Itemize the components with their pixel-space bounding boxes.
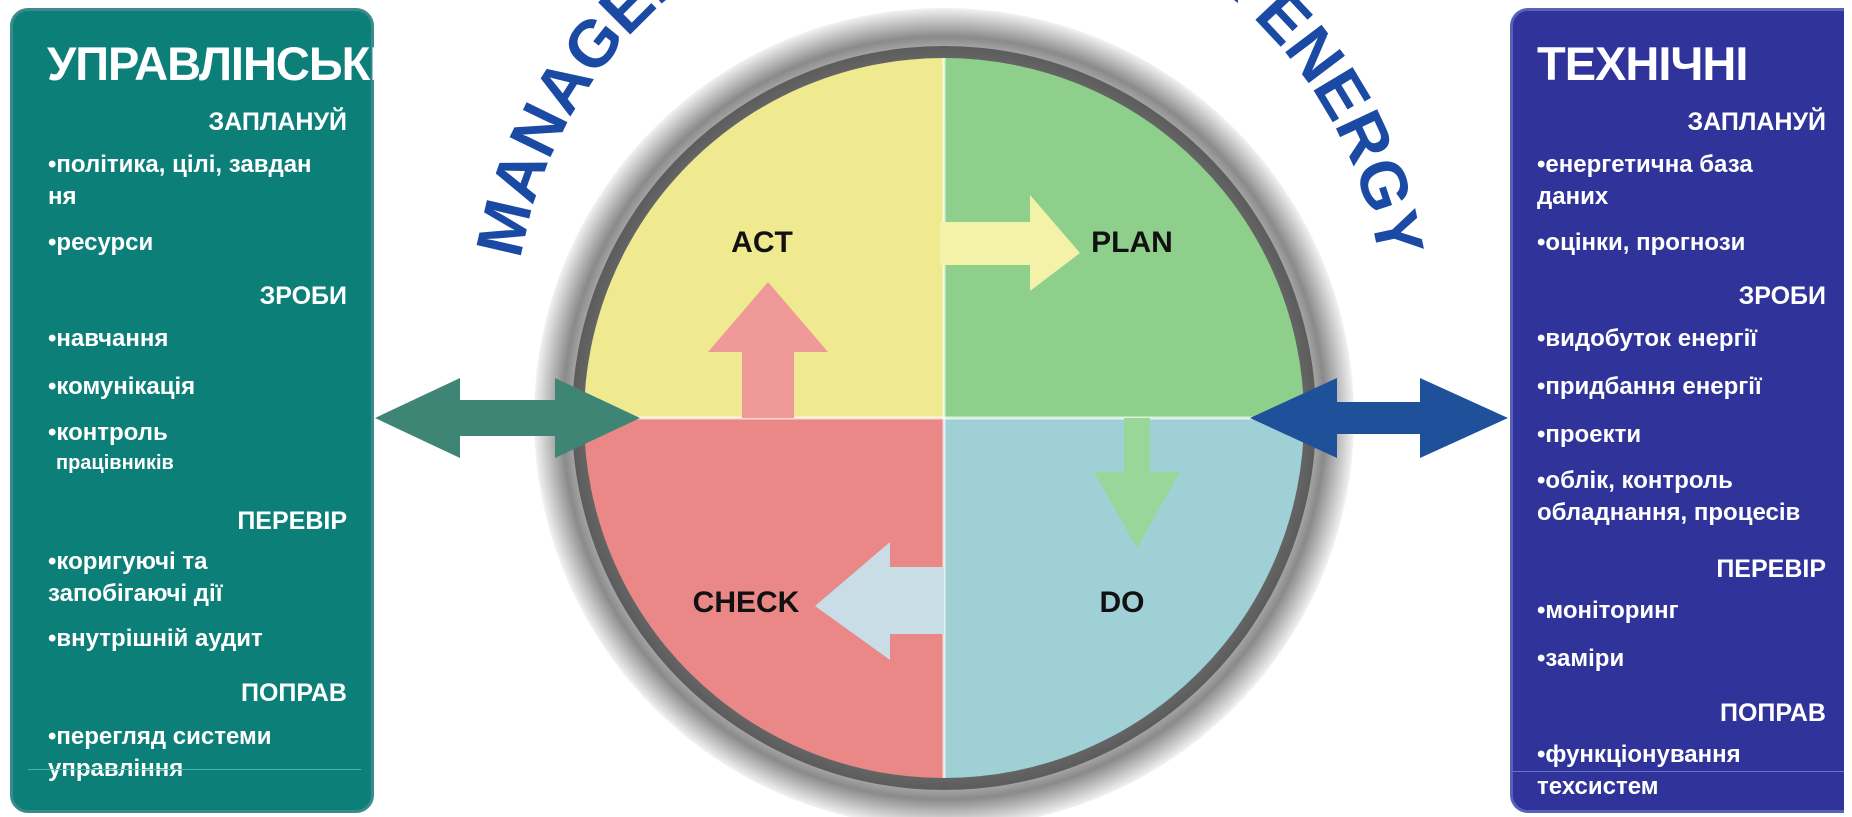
management-plan-item-1: •політика, цілі, завдан ня — [48, 151, 312, 210]
management-act-heading: ПОПРАВ — [241, 679, 347, 707]
technical-check-heading: ПЕРЕВІР — [1716, 555, 1826, 583]
technical-plan-item-2: •оцінки, прогнози — [1537, 229, 1746, 256]
do-to-check-arrow — [815, 542, 944, 660]
left-connector-arrow — [375, 378, 640, 458]
technical-act-item-1: •функціонування техсистем — [1537, 741, 1741, 800]
management-plan-heading: ЗАПЛАНУЙ — [208, 108, 347, 136]
management-do-item-1: •навчання — [48, 325, 169, 352]
act-label: ACT — [731, 226, 793, 259]
technical-do-heading: ЗРОБИ — [1738, 282, 1826, 310]
check-to-act-arrow — [708, 282, 828, 418]
technical-check-item-2: •заміри — [1537, 645, 1625, 672]
plan-label: PLAN — [1091, 226, 1173, 259]
management-do-heading: ЗРОБИ — [259, 282, 347, 310]
technical-do-item-4: •облік, контроль обладнання, процесів — [1537, 467, 1801, 526]
right-connector-arrow — [1250, 378, 1508, 458]
management-panel-divider — [28, 769, 361, 770]
management-do-item-2: •комунікація — [48, 373, 196, 400]
management-panel-title: УПРАВЛІНСЬКІ — [47, 37, 382, 90]
management-plan-item-2: •ресурси — [48, 229, 154, 256]
act-to-plan-arrow — [940, 195, 1080, 291]
technical-panel-divider — [1513, 771, 1844, 772]
technical-plan-item-1: •енергетична база даних — [1537, 151, 1753, 210]
technical-panel: ТЕХНІЧНІ ЗАПЛАНУЙ •енергетична база дани… — [1510, 8, 1844, 813]
management-act-item-1: •перегляд системи управління — [48, 723, 272, 782]
technical-do-item-3: •проекти — [1537, 421, 1642, 448]
do-label: DO — [1100, 586, 1145, 619]
technical-do-item-2: •придбання енергії — [1537, 373, 1762, 400]
check-label: CHECK — [693, 586, 800, 619]
technical-plan-heading: ЗАПЛАНУЙ — [1687, 108, 1826, 136]
management-check-heading: ПЕРЕВІР — [237, 507, 347, 535]
management-check-item-2: •внутрішній аудит — [48, 625, 263, 652]
management-panel: УПРАВЛІНСЬКІ ЗАПЛАНУЙ •політика, цілі, з… — [10, 8, 382, 813]
management-check-item-1: •коригуючі та запобігаючі дії — [48, 548, 223, 607]
management-do-item-3: •контроль працівників — [48, 419, 174, 474]
technical-panel-title: ТЕХНІЧНІ — [1537, 37, 1748, 90]
technical-check-item-1: •моніторинг — [1537, 597, 1679, 624]
technical-do-item-1: •видобуток енергії — [1537, 325, 1757, 352]
technical-act-heading: ПОПРАВ — [1720, 699, 1826, 727]
plan-to-do-arrow — [1094, 418, 1180, 548]
